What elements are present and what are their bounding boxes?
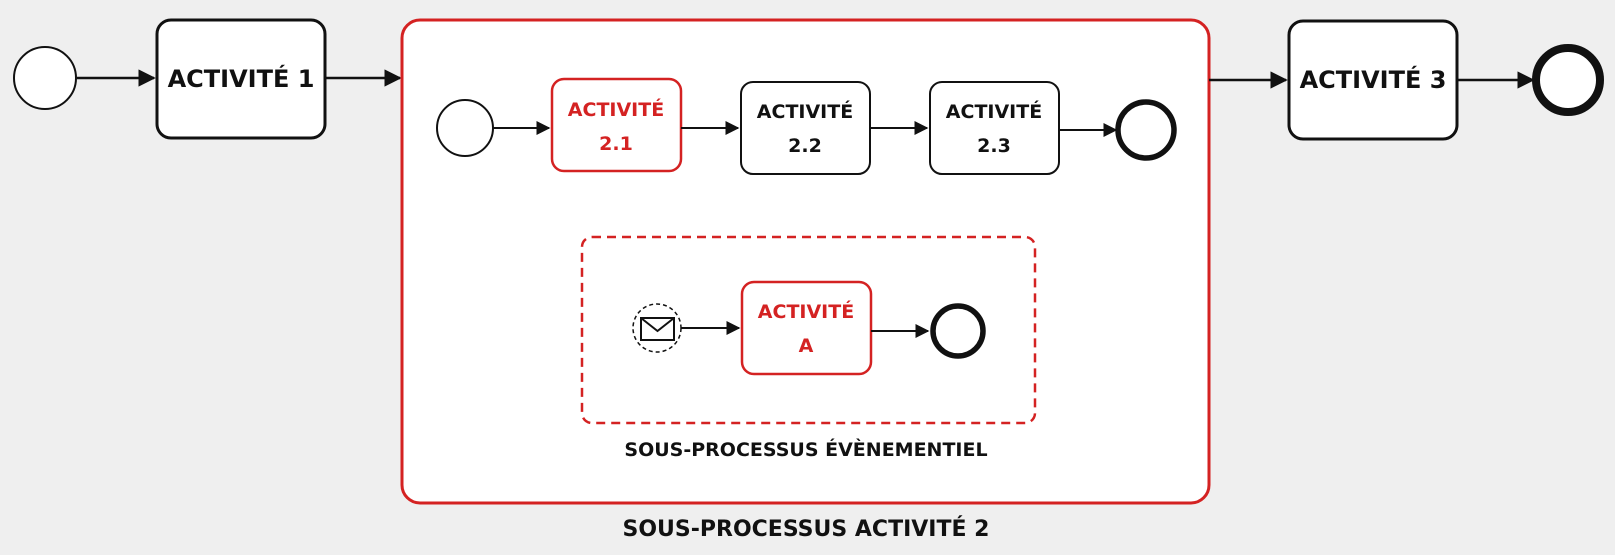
event-subprocess[interactable]: ACTIVITÉ A — [580, 235, 1037, 425]
subprocess-end-event[interactable] — [1115, 99, 1177, 161]
start-event[interactable] — [13, 46, 77, 110]
message-start-event[interactable] — [632, 303, 682, 353]
activity-2-2-label-line1: ACTIVITÉ — [757, 100, 853, 123]
activity-2-3-label-line1: ACTIVITÉ — [946, 100, 1042, 123]
subprocess-activity-2[interactable]: ACTIVITÉ 2.1 ACTIVITÉ 2.2 ACTIVITÉ 2.3 — [400, 18, 1211, 505]
event-subprocess-caption: SOUS-PROCESSUS ÉVÈNEMENTIEL — [624, 438, 987, 461]
activity-2-1-box — [550, 77, 683, 173]
activity-2-3-label-line2: 2.3 — [977, 135, 1011, 157]
activity-a-label-line1: ACTIVITÉ — [758, 300, 854, 323]
activity-3-label: ACTIVITÉ 3 — [1300, 65, 1447, 94]
activity-2-3-box — [929, 81, 1060, 175]
activity-2-3[interactable]: ACTIVITÉ 2.3 — [929, 81, 1060, 175]
envelope-icon — [640, 317, 675, 341]
end-event[interactable] — [1532, 44, 1604, 116]
activity-a-box — [740, 280, 873, 376]
activity-a[interactable]: ACTIVITÉ A — [740, 280, 873, 376]
activity-2-2-box — [740, 81, 871, 175]
activity-2-1-label-line2: 2.1 — [599, 133, 633, 155]
event-subprocess-end-event[interactable] — [930, 303, 986, 359]
activity-3[interactable]: ACTIVITÉ 3 — [1287, 19, 1459, 141]
activity-1[interactable]: ACTIVITÉ 1 — [155, 18, 327, 140]
subprocess-caption: SOUS-PROCESSUS ACTIVITÉ 2 — [623, 516, 990, 542]
activity-2-2-label-line2: 2.2 — [788, 135, 822, 157]
subprocess-start-event[interactable] — [436, 99, 494, 157]
activity-2-2[interactable]: ACTIVITÉ 2.2 — [740, 81, 871, 175]
activity-2-1-label-line1: ACTIVITÉ — [568, 98, 664, 121]
activity-a-label-line2: A — [799, 335, 814, 357]
activity-1-label: ACTIVITÉ 1 — [168, 64, 315, 93]
activity-2-1[interactable]: ACTIVITÉ 2.1 — [550, 77, 683, 173]
